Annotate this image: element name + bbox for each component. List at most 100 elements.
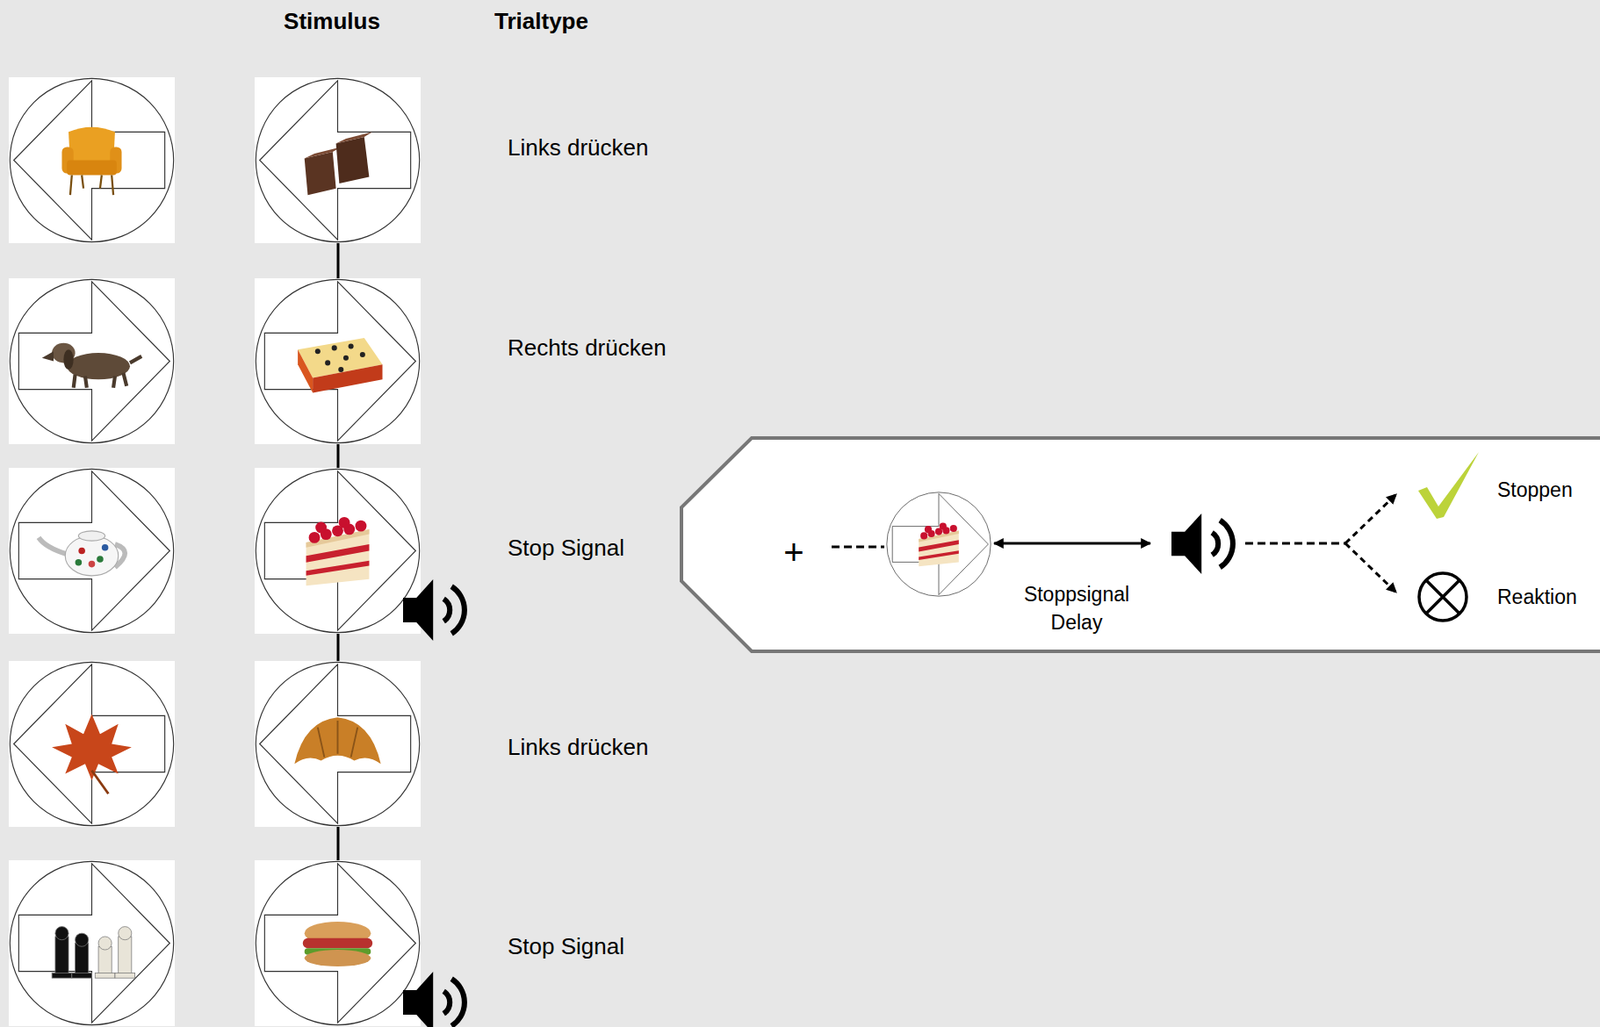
check-mark [1418, 452, 1479, 519]
stimulus-image [254, 661, 421, 828]
arrow-outline [264, 281, 416, 441]
arrow-outline [259, 664, 411, 824]
arrow-outline [264, 471, 416, 631]
teapot-flower [78, 547, 86, 555]
strawberry [315, 522, 327, 534]
trial-type-label: Links drücken [507, 734, 649, 762]
strawberry [939, 523, 947, 531]
trial-type-label: Stop Signal [507, 534, 625, 563]
dashed-line [1245, 542, 1346, 546]
circle-frame [9, 279, 173, 443]
arrow-outline [14, 664, 166, 824]
chess-head [75, 933, 89, 947]
image-ground [254, 278, 421, 445]
arrow-outline [14, 80, 166, 240]
cake-layer [918, 550, 959, 561]
cake-top [304, 146, 342, 159]
arrow-outline [892, 493, 988, 595]
chess-base [51, 973, 73, 980]
circle-frame [9, 861, 173, 1025]
sound-wave [451, 979, 465, 1027]
circle-frame [9, 662, 173, 826]
delay-arrow [994, 542, 1151, 546]
circle-frame [255, 279, 419, 443]
chair-seat [66, 160, 117, 176]
arrow-outline [259, 80, 411, 240]
chess-piece [98, 946, 112, 977]
speaker-body [403, 579, 433, 642]
cake-layer [918, 540, 959, 552]
circle-frame [255, 78, 419, 242]
teapot-body [64, 535, 118, 576]
chess-head [98, 936, 112, 951]
strawberry [920, 532, 928, 540]
arrow-outline [18, 281, 170, 441]
strawberry [924, 526, 932, 534]
branch-arrow [1345, 494, 1397, 544]
olive [315, 348, 321, 354]
dashed-line [831, 546, 885, 549]
image-ground [254, 860, 421, 1027]
cake-block [336, 136, 370, 184]
leaf-stem [92, 771, 109, 794]
olive [360, 352, 366, 358]
trial-type-label: Stop Signal [507, 933, 625, 961]
branch-arrow [1345, 543, 1397, 593]
delay-label: Stoppsignal Delay [1010, 580, 1143, 637]
olive [348, 343, 354, 349]
sound-wave [443, 598, 450, 622]
olive [343, 355, 349, 361]
dog-ear [63, 349, 73, 370]
speaker-body [403, 972, 433, 1027]
chess-piece [55, 936, 69, 977]
croissant-shape [294, 717, 381, 764]
image-ground [8, 278, 175, 445]
strawberry [355, 520, 368, 533]
cake-slice [918, 530, 959, 567]
strawberry [950, 525, 958, 533]
outcome-label: Stoppen [1497, 478, 1573, 502]
trial-type-label: Rechts drücken [507, 334, 667, 362]
cake-layer [306, 544, 370, 563]
strawberry [338, 517, 351, 529]
speaker-icon [403, 579, 465, 642]
circle-frame [255, 861, 419, 1025]
image-ground [8, 661, 175, 828]
sound-wave [1219, 520, 1233, 569]
teapot-spout [38, 537, 67, 555]
speaker-body [1171, 513, 1202, 575]
image-ground [254, 661, 421, 828]
chess-head [118, 927, 132, 941]
leaf-shape [51, 713, 132, 781]
teapot-flower [96, 555, 104, 563]
olive [338, 367, 344, 373]
meat [302, 938, 373, 949]
arrow-outline [18, 864, 170, 1024]
chess-piece [75, 944, 89, 978]
image-ground [886, 491, 992, 598]
stop-signal-callout: +Stoppsignal DelayStoppenReaktion [679, 436, 1600, 654]
lasagna-side [312, 364, 382, 393]
stimulus-image [254, 77, 421, 244]
chess-base [72, 973, 93, 980]
stimulus-image [8, 860, 175, 1027]
cross-mark [1426, 580, 1460, 614]
stimulus-image [254, 860, 421, 1027]
arrow-outline [264, 864, 416, 1024]
sound-wave [1211, 533, 1219, 556]
chair-legs [70, 175, 114, 196]
image-ground [8, 77, 175, 244]
cake-layer [306, 561, 370, 577]
arrow-outline [18, 471, 170, 631]
image-ground [8, 860, 175, 1027]
callout-panel [681, 438, 1600, 652]
strawberry [309, 532, 321, 544]
stimulus-image [8, 661, 175, 828]
stimulus-image [8, 278, 175, 445]
olive [324, 360, 331, 366]
stimulus-image [8, 468, 175, 635]
chess-head [55, 927, 69, 941]
chess-piece [118, 936, 132, 977]
cake-block [304, 151, 337, 195]
